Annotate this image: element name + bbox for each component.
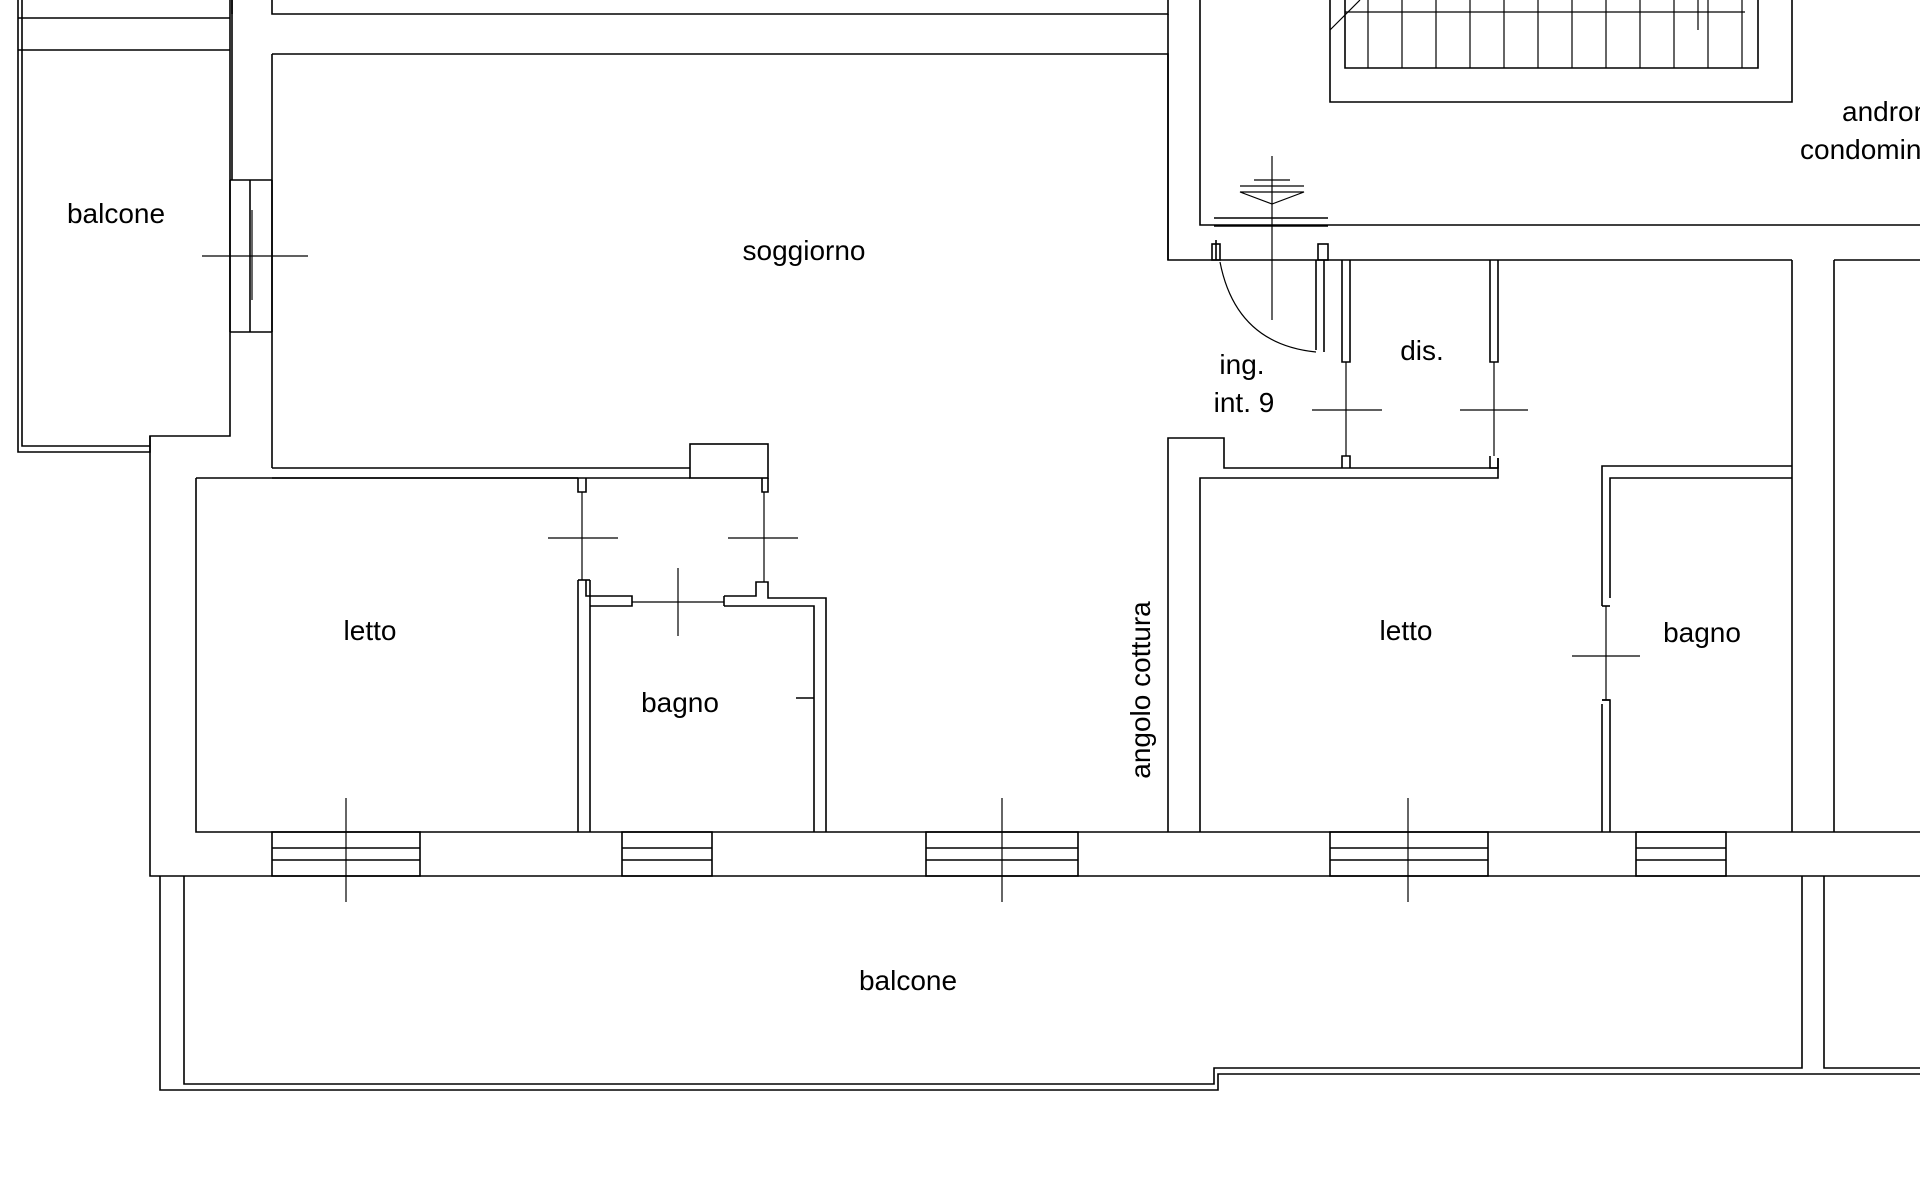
facade-windows (271, 798, 1727, 902)
label-bagno-left: bagno (641, 687, 719, 718)
right-rooms (1601, 465, 1792, 832)
window-letto-left (271, 798, 421, 902)
androne-walls (1167, 0, 1920, 261)
window-letto-right (1329, 798, 1489, 902)
door-bagno-right (1572, 606, 1640, 700)
angolo-cottura-wall (1167, 437, 1499, 832)
label-soggiorno: soggiorno (743, 235, 866, 266)
label-dis: dis. (1400, 335, 1444, 366)
staircase (1329, 0, 1793, 103)
door-bagno-left (728, 492, 798, 582)
door-dis-2 (1460, 362, 1528, 469)
door-dis-1 (1312, 362, 1382, 456)
label-interno: int. 9 (1214, 387, 1275, 418)
soggiorno-room (271, 53, 1169, 479)
door-bagno-left-inner (632, 568, 724, 636)
ingresso-dis-walls (1215, 259, 1920, 832)
window-soggiorno (925, 798, 1079, 902)
label-letto-right: letto (1380, 615, 1433, 646)
label-ingresso: ing. (1219, 349, 1264, 380)
outer-walls (149, 436, 1920, 877)
letto-left-room (196, 477, 587, 493)
label-balcone-bottom: balcone (859, 965, 957, 996)
label-balcone-left: balcone (67, 198, 165, 229)
door-letto-left (548, 492, 618, 580)
window-bagno-right (1635, 831, 1727, 877)
label-bagno-right: bagno (1663, 617, 1741, 648)
label-letto-left: letto (344, 615, 397, 646)
label-condominiale: condominiale (1800, 134, 1920, 165)
entrance-door (1211, 156, 1329, 353)
bottom-balcony (159, 876, 1920, 1091)
top-neighbour-room (231, 0, 1169, 15)
window-bagno-left (621, 831, 713, 877)
balcony-door-left (202, 179, 308, 333)
bagno-left-room (577, 478, 827, 832)
label-angolo-cottura: angolo cottura (1125, 601, 1156, 779)
label-androne: androne (1842, 96, 1920, 127)
